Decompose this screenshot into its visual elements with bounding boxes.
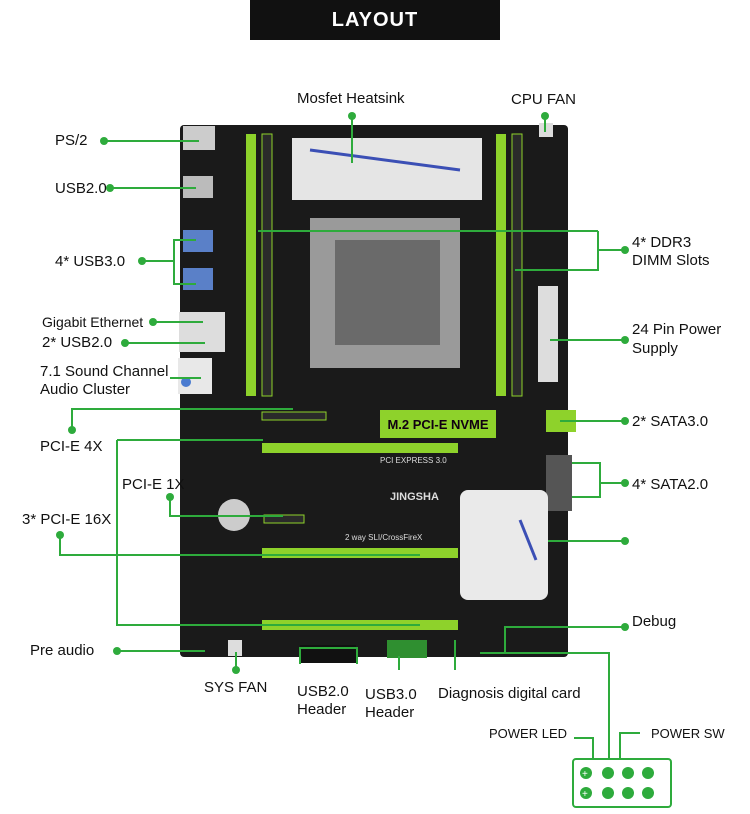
pin-3 bbox=[622, 767, 634, 779]
label-pcie1x: PCI-E 1X bbox=[122, 476, 185, 493]
banner-title: LAYOUT bbox=[331, 8, 419, 31]
label-power24-2: Supply bbox=[632, 340, 678, 357]
usb30-port-2 bbox=[183, 268, 213, 290]
label-debug: Debug bbox=[632, 613, 677, 630]
label-pcie16x: 3* PCI-E 16X bbox=[22, 511, 112, 528]
usb30-port-1 bbox=[183, 230, 213, 252]
board-brand: JINGSHA bbox=[390, 491, 439, 503]
label-pre-audio: Pre audio bbox=[30, 642, 95, 659]
label-pcie4x: PCI-E 4X bbox=[40, 438, 103, 455]
nvme-label: M.2 PCI-E NVME bbox=[380, 410, 496, 438]
label-sata3: 2* SATA3.0 bbox=[632, 413, 709, 430]
sata2-ports bbox=[546, 455, 572, 511]
board-pcie-express: PCI EXPRESS 3.0 bbox=[380, 456, 447, 465]
front-panel-pins: + + bbox=[580, 767, 654, 800]
label-power-led: POWER LED bbox=[489, 726, 568, 741]
label-usb30: 4* USB3.0 bbox=[55, 253, 126, 270]
dimm-slot-2 bbox=[261, 133, 273, 397]
label-sata2: 4* SATA2.0 bbox=[632, 476, 709, 493]
label-usb30-header-2: Header bbox=[365, 704, 415, 721]
board-sli: 2 way SLI/CrossFireX bbox=[345, 533, 423, 542]
label-cpu-fan: CPU FAN bbox=[511, 91, 577, 108]
chipset-heatsink bbox=[460, 490, 548, 600]
plus-1: + bbox=[582, 769, 588, 780]
pcie16x-slot-2 bbox=[262, 548, 458, 558]
usb20-header-pins bbox=[300, 645, 356, 663]
pin-4 bbox=[642, 767, 654, 779]
callout-dots bbox=[56, 112, 629, 674]
label-ddr3-1: 4* DDR3 bbox=[632, 234, 692, 251]
label-audio-2: Audio Cluster bbox=[40, 381, 131, 398]
pin-5 bbox=[580, 787, 592, 799]
pcie4x-slot bbox=[261, 411, 327, 421]
pin-7 bbox=[622, 787, 634, 799]
label-usb20-header-2: Header bbox=[297, 701, 347, 718]
ethernet-port bbox=[179, 312, 225, 352]
pcie16x-slot-1 bbox=[262, 443, 458, 453]
plus-2: + bbox=[582, 789, 588, 800]
power-24pin bbox=[538, 286, 558, 382]
ps2-port bbox=[183, 126, 215, 150]
label-audio-1: 7.1 Sound Channel bbox=[40, 363, 169, 380]
label-mosfet: Mosfet Heatsink bbox=[297, 90, 405, 107]
label-usb20-header-1: USB2.0 bbox=[297, 683, 349, 700]
label-power-sw: POWER SW bbox=[651, 726, 725, 741]
layout-banner: LAYOUT bbox=[250, 0, 500, 40]
sys-fan-header bbox=[228, 640, 242, 656]
label-gig-eth: Gigabit Ethernet bbox=[42, 314, 144, 330]
pin-1 bbox=[580, 767, 592, 779]
label-usb20: USB2.0 bbox=[55, 180, 107, 197]
audio-jack-blue bbox=[181, 377, 191, 387]
pin-6 bbox=[602, 787, 614, 799]
pcie1x-slot bbox=[263, 514, 305, 524]
pin-8 bbox=[642, 787, 654, 799]
label-sys-fan: SYS FAN bbox=[204, 679, 268, 696]
dimm-slot-3 bbox=[496, 134, 506, 396]
dimm-slot-4 bbox=[511, 133, 523, 397]
dimm-slot-1 bbox=[246, 134, 256, 396]
label-diagnosis: Diagnosis digital card bbox=[438, 685, 581, 702]
usb20-port bbox=[183, 176, 213, 198]
label-ddr3-2: DIMM Slots bbox=[632, 252, 710, 269]
usb30-header-pins bbox=[387, 640, 427, 658]
label-usb20x2: 2* USB2.0 bbox=[42, 334, 113, 351]
audio-jack-block bbox=[178, 358, 212, 394]
label-power24-1: 24 Pin Power bbox=[632, 321, 722, 338]
pin-2 bbox=[602, 767, 614, 779]
cpu-socket-inner bbox=[335, 240, 440, 345]
label-usb30-header-1: USB3.0 bbox=[365, 686, 417, 703]
label-ps2: PS/2 bbox=[55, 132, 88, 149]
front-panel-pin-header: + + bbox=[572, 758, 672, 808]
